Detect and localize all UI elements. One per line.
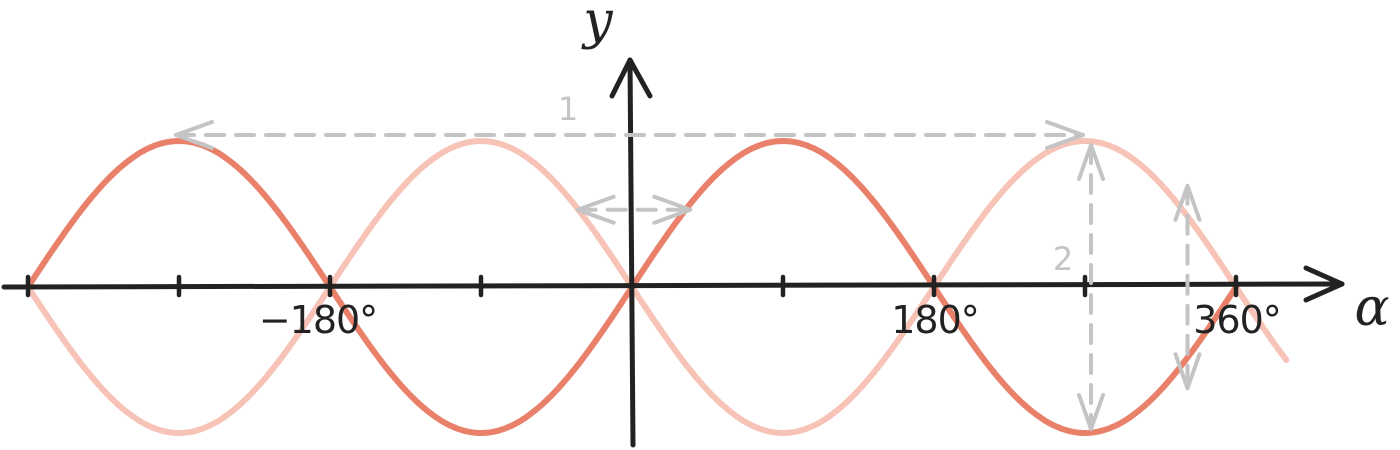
annotations-layer [174,120,1202,431]
y-axis-arrowhead [609,57,653,99]
offset-arrow-left-head [575,194,616,225]
x-tick-label-neg180: −180° [259,298,377,342]
y-axis-line [627,57,636,448]
labels-layer: y α −180° 180° 360° 1 2 [259,0,1390,342]
offset-arrow-right-head [652,194,693,225]
period-arrow-left-head [174,120,214,150]
period-arrow-right-head [1045,120,1085,150]
range-arrow-2-top-head [1077,143,1105,181]
y-axis-label: y [581,0,613,51]
negative-sine-curve [25,138,1290,436]
range-arrow-small-top-head [1173,183,1202,222]
range-arrow-2-bottom-head [1077,393,1105,431]
annotation-1: 1 [558,90,578,128]
x-tick-label-180: 180° [891,298,979,342]
axes-layer [1,57,1345,448]
x-axis-label: α [1354,278,1389,338]
x-axis-line [1,281,1345,290]
x-tick-label-360: 360° [1193,298,1281,342]
x-axis-arrowhead [1303,265,1345,303]
range-arrow-small-bottom-head [1173,352,1202,391]
annotation-2: 2 [1053,240,1073,278]
